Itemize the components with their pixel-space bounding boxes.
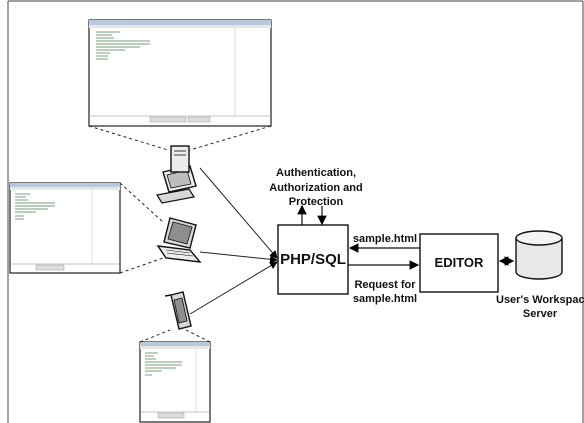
database-icon (515, 230, 563, 280)
server-label-line2: Server (522, 308, 558, 320)
auth-label-line3: Protection (288, 196, 344, 208)
dashed-connector-mobile-right (185, 329, 211, 343)
response-label: sample.html (352, 233, 418, 245)
request-label-line2: sample.html (352, 293, 418, 305)
mobile-phone-icon (164, 291, 192, 330)
editor-label: EDITOR (434, 255, 484, 270)
desktop-computer-icon (156, 145, 197, 204)
desktop-to-php-line (199, 167, 278, 259)
editor-box (419, 233, 499, 293)
php-sql-label: PHP/SQL (280, 251, 346, 268)
mobile-to-php-line (189, 261, 278, 315)
dashed-connector-laptop-bottom (119, 257, 164, 274)
dashed-connector-mobile-left (139, 329, 171, 343)
mobile-editor-screenshot (139, 341, 211, 423)
server-label-line1: User's Workspace (496, 294, 584, 306)
auth-label-line2: Authorization and (269, 182, 363, 194)
dashed-connector-desktop-left (88, 125, 169, 151)
request-label-line1: Request for (354, 279, 416, 291)
laptop-icon (156, 217, 202, 263)
desktop-editor-screenshot (88, 19, 272, 127)
laptop-to-php-line (199, 251, 278, 264)
dashed-connector-laptop-top (119, 182, 164, 223)
auth-label-line1: Authentication, (276, 167, 357, 179)
php-sql-box (277, 224, 349, 295)
laptop-editor-screenshot (9, 182, 121, 274)
dashed-connector-desktop-right (189, 125, 272, 151)
